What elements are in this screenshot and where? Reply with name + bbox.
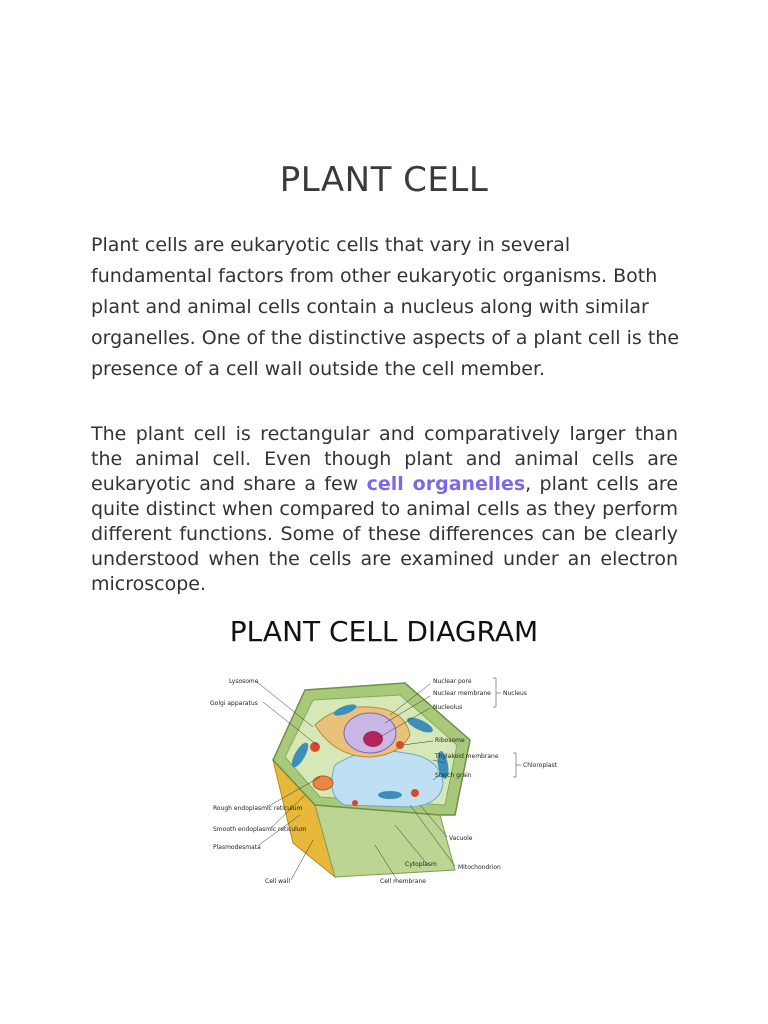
plant-cell-diagram: Lysosome Golgi apparatus Rough endoplasm… bbox=[210, 677, 558, 885]
diagram-title: PLANT CELL DIAGRAM bbox=[229, 615, 539, 648]
intro-paragraph: Plant cells are eukaryotic cells that va… bbox=[91, 234, 680, 380]
label-nuclear-pore: Nuclear pore bbox=[433, 678, 472, 685]
paragraph-text-after-link: , plant cells are quite distinct when co… bbox=[91, 473, 679, 595]
label-mitochondrion: Mitochondrion bbox=[458, 864, 501, 871]
label-ribosome: Ribosome bbox=[435, 737, 465, 744]
label-nuclear-membrane: Nuclear membrane bbox=[433, 690, 491, 697]
label-thylakoid-membrane: Thylakoid membrane bbox=[434, 753, 499, 760]
page-title: PLANT CELL bbox=[279, 160, 489, 200]
label-lysosome: Lysosome bbox=[229, 678, 259, 685]
label-nucleolus: Nucleolus bbox=[433, 704, 462, 711]
label-cell-membrane: Cell membrane bbox=[380, 878, 426, 885]
label-cytoplasm: Cytoplasm bbox=[405, 861, 437, 868]
label-nucleus: Nucleus bbox=[503, 690, 527, 697]
paragraph-text-before-link: The plant cell is rectangular and compar… bbox=[91, 423, 678, 495]
label-vacuole: Vacuole bbox=[449, 835, 473, 842]
cell-organelles-link[interactable]: cell organelles bbox=[366, 473, 526, 495]
description-paragraph: The plant cell is rectangular and compar… bbox=[91, 422, 678, 597]
label-cell-wall: Cell wall bbox=[265, 878, 290, 885]
label-smooth-er: Smooth endoplasmic reticulum bbox=[213, 826, 307, 833]
label-plasmodesmata: Plasmodesmata bbox=[213, 844, 261, 851]
label-golgi-apparatus: Golgi apparatus bbox=[210, 700, 258, 707]
label-chloroplast: Chloroplast bbox=[523, 762, 558, 769]
label-rough-er: Rough endoplasmic reticulum bbox=[213, 805, 302, 812]
label-starch-grain: Starch grain bbox=[435, 772, 472, 779]
plant-cell-illustration bbox=[272, 682, 471, 879]
